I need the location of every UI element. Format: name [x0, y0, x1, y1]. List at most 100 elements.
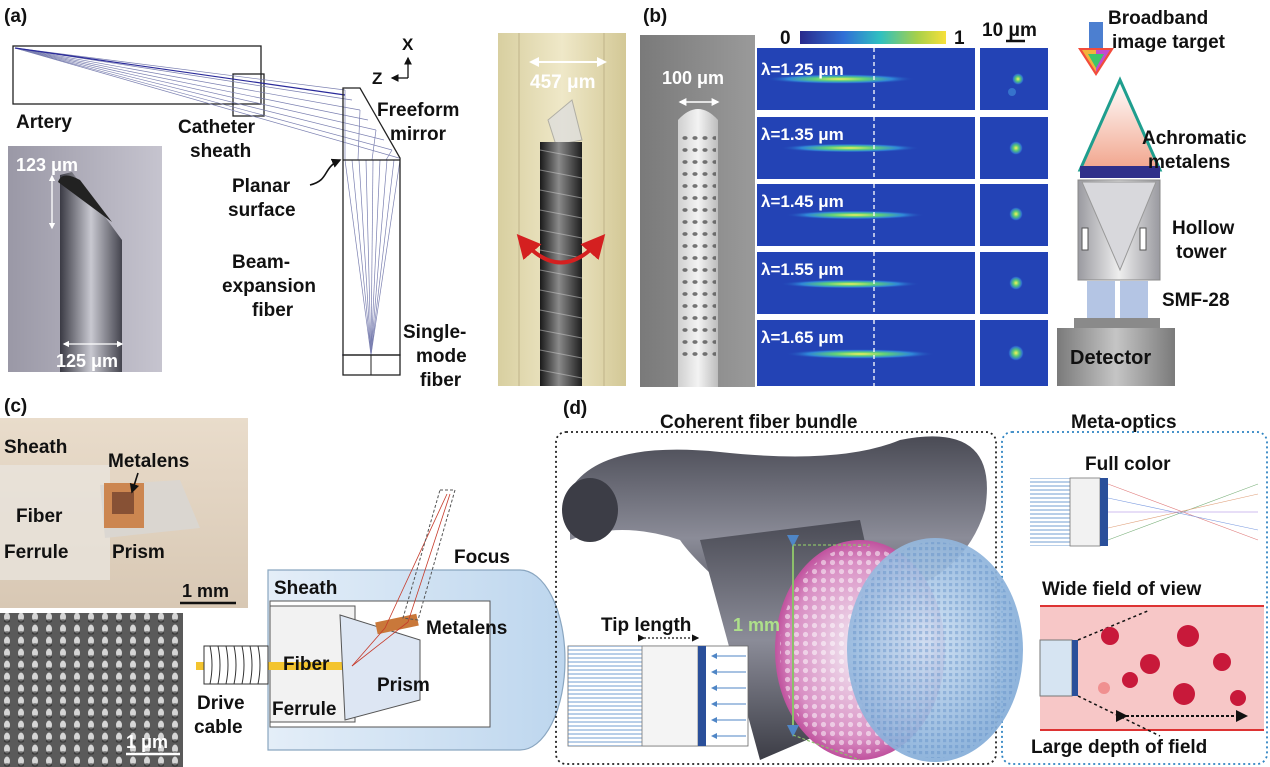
freeform-mirror-outline	[342, 87, 401, 356]
drive-cable-icon	[203, 645, 269, 685]
freeform-label-2: mirror	[390, 124, 447, 145]
heatmap-row: λ=1.35 μm	[757, 117, 1048, 179]
colorbar-min: 0	[780, 28, 791, 49]
artery-label: Artery	[16, 112, 72, 133]
meta-title: Meta-optics	[1071, 412, 1177, 433]
diag-sheath-label: Sheath	[274, 578, 337, 599]
photo-prism-label: Prism	[112, 542, 165, 563]
panel-b-tag: (b)	[643, 6, 667, 27]
drive-cable-label-2: cable	[194, 717, 243, 738]
prism-shape	[339, 614, 421, 721]
axes-icon: X Z	[372, 35, 414, 88]
diag-fiber-label: Fiber	[283, 654, 330, 675]
metalens-label-2: metalens	[1148, 152, 1230, 173]
heatmap-row: λ=1.25 μm	[757, 48, 1048, 110]
central-ray	[14, 47, 346, 96]
target-label-1: Broadband	[1108, 8, 1208, 29]
heatmap-row: λ=1.45 μm	[757, 184, 1048, 246]
probe-photo: 457 μm	[498, 33, 626, 386]
sem-tip-image: 100 μm	[640, 35, 755, 387]
vessel-diagram	[1039, 605, 1264, 737]
full-color-diagram	[1030, 477, 1259, 547]
probe-schematic: Sheath Focus Metalens Fiber Prism Ferrul…	[194, 489, 566, 751]
sem-dim-label: 100 μm	[662, 68, 724, 88]
drive-cable-label-1: Drive	[197, 693, 245, 714]
probe-tip-photo: Sheath Metalens Fiber Ferrule Prism 1 mm	[0, 418, 248, 608]
freeform-label-1: Freeform	[377, 100, 459, 121]
cell-icons	[1098, 625, 1246, 706]
smf-label-3: fiber	[420, 370, 462, 391]
wavelength-label: λ=1.65 μm	[761, 328, 844, 347]
tip-length-inset: Tip length	[567, 615, 749, 747]
planar-label-1: Planar	[232, 176, 291, 197]
photo-scale-label: 1 mm	[182, 581, 229, 601]
artery-box	[12, 45, 262, 105]
fiber-bundle-3d: 1 mm	[562, 436, 1023, 762]
large-dof-label: Large depth of field	[1031, 737, 1207, 758]
tip-length-label: Tip length	[601, 615, 691, 636]
full-color-label: Full color	[1085, 454, 1171, 475]
target-label-2: image target	[1112, 32, 1226, 53]
catheter-sheath-box	[232, 73, 265, 117]
planar-pointer	[309, 158, 342, 186]
meta-optics-frame	[1001, 431, 1268, 765]
heatmap-row: λ=1.65 μm	[757, 320, 1048, 386]
catheter-label-2: sheath	[190, 141, 251, 162]
tip-dim-label: 123 μm	[16, 155, 78, 175]
wavelength-label: λ=1.55 μm	[761, 260, 844, 279]
wavelength-label: λ=1.25 μm	[761, 60, 844, 79]
photo-ferrule-label: Ferrule	[4, 542, 68, 563]
beam-label-2: expansion	[222, 276, 316, 297]
heatmap-row: λ=1.55 μm	[757, 252, 1048, 314]
wavelength-label: λ=1.35 μm	[761, 125, 844, 144]
diag-prism-label: Prism	[377, 675, 430, 696]
metalens-label-1: Achromatic	[1142, 128, 1247, 149]
diag-metalens-label: Metalens	[426, 618, 507, 639]
achromatic-metalens-icon	[1080, 166, 1160, 178]
smf-icon	[1087, 281, 1115, 319]
fiber-dim-label: 125 μm	[56, 351, 118, 371]
focus-heatmaps: λ=1.25 μm λ=1.35 μm λ=1.45 μm	[757, 48, 1048, 386]
beam-label-1: Beam-	[232, 252, 290, 273]
probe-dim-label: 457 μm	[530, 72, 596, 93]
axis-z-label: Z	[372, 69, 382, 88]
panel-a-tag: (a)	[4, 6, 27, 27]
detector-label: Detector	[1070, 347, 1151, 369]
photo-fiber-label: Fiber	[16, 506, 63, 527]
diameter-label: 1 mm	[733, 615, 780, 635]
test-setup: Broadband image target Achromatic metale…	[1057, 8, 1247, 386]
sem-scale-label: 1 μm	[126, 732, 168, 752]
fiber-line	[196, 662, 352, 670]
metalens-sem: 1 μm	[0, 613, 183, 767]
axis-x-label: X	[402, 35, 414, 54]
smf-label-2: mode	[416, 346, 467, 367]
wavelength-label: λ=1.45 μm	[761, 192, 844, 211]
smf-label-1: Single-	[403, 322, 466, 343]
tower-label-2: tower	[1176, 242, 1227, 263]
detector-mount	[1074, 318, 1160, 330]
fiber-tip-photo: 123 μm 125 μm	[8, 146, 162, 372]
rotation-arrow	[516, 233, 606, 265]
diag-focus-label: Focus	[454, 547, 510, 568]
wide-fov-label: Wide field of view	[1042, 579, 1201, 600]
bundle-title: Coherent fiber bundle	[660, 412, 857, 433]
scale-bar-label: 10 μm	[982, 20, 1037, 41]
colorbar-max: 1	[954, 28, 965, 49]
panel-d: (d) Coherent fiber bundle Meta-optics 1 …	[555, 398, 1268, 765]
panel-c: (c) Sheath Metalens Fiber Ferrule Prism …	[0, 396, 566, 767]
panel-c-tag: (c)	[4, 396, 27, 417]
smf28-label: SMF-28	[1162, 290, 1230, 311]
photo-sheath-label: Sheath	[4, 437, 67, 458]
beam-label-3: fiber	[252, 300, 294, 321]
diag-ferrule-label: Ferrule	[272, 699, 336, 720]
broadband-target-icon	[1078, 22, 1114, 76]
planar-label-2: surface	[228, 200, 296, 221]
beam-rays	[14, 47, 401, 356]
panel-b: (b) 100 μm 0 1 10 μm λ=1.25 μm	[640, 6, 1247, 387]
panel-a: (a)	[4, 6, 626, 391]
focus-rays	[351, 493, 451, 667]
detector-icon	[1057, 328, 1175, 386]
colorbar	[800, 31, 946, 44]
tower-label-1: Hollow	[1172, 218, 1234, 239]
